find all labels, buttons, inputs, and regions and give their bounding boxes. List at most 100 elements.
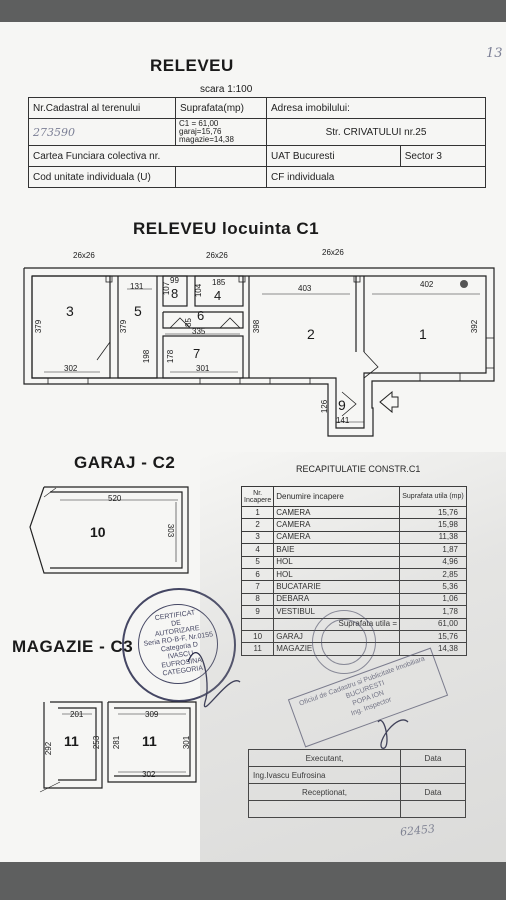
row-area: 15,98	[399, 518, 467, 532]
room-9-number: 9	[338, 397, 346, 413]
room-8-outline	[162, 275, 188, 307]
dim-402: 402	[420, 280, 434, 289]
room-10-number: 10	[90, 524, 106, 540]
executant-date-value	[400, 766, 466, 784]
row-area: 11,38	[399, 530, 467, 545]
stamp-left-seal: CERTIFICAT DE AUTORIZARE Seria RO-B-F, N…	[122, 588, 236, 702]
chimney-mark	[460, 280, 468, 288]
room-4-number: 4	[214, 288, 222, 303]
room-3-number: 3	[66, 303, 74, 319]
room-6-number: 6	[197, 308, 205, 323]
dim-403: 403	[298, 284, 312, 293]
plan-c3-title: MAGAZIE - C3	[12, 637, 134, 656]
row-nr	[240, 617, 275, 631]
plan-c1-title: RELEVEU locuinta C1	[133, 219, 320, 238]
room-5-outline	[117, 276, 158, 379]
dim-309: 309	[145, 710, 159, 719]
room-11a-number: 11	[64, 733, 79, 749]
header-table: Nr.Cadastral al terenului Suprafata(mp) …	[28, 97, 487, 188]
dim-301: 301	[196, 364, 210, 373]
area-values: C1 = 61,00 garaj=15,76 magazie=14,38	[175, 118, 267, 146]
signature-left	[187, 652, 241, 708]
dim-302-c3: 302	[142, 770, 156, 779]
row-area: 15,76	[399, 629, 467, 644]
row-nr: 10	[240, 629, 275, 644]
stamp-middle-seal	[312, 610, 376, 674]
floor-plan-c1	[23, 267, 495, 437]
row-area: 4,96	[399, 555, 467, 569]
dim-26x26-b: 26x26	[206, 251, 228, 260]
dim-99: 99	[170, 276, 179, 285]
plan-c2-title: GARAJ - C2	[74, 453, 176, 472]
row-nr: 6	[240, 567, 275, 582]
dim-26x26-a: 26x26	[73, 251, 95, 260]
row-nr: 7	[240, 580, 275, 594]
room-1-number: 1	[419, 326, 427, 342]
cod-label: Cod unitate individuala (U)	[28, 166, 176, 188]
receptionat-name-value	[248, 800, 401, 818]
room-2-number: 2	[307, 326, 315, 342]
row-name: DEBARA	[273, 592, 400, 607]
dim-335: 335	[192, 327, 206, 336]
floor-plan-c2	[29, 486, 197, 793]
row-name: HOL	[273, 567, 400, 582]
room-8-number: 8	[171, 286, 179, 301]
area-c1: C1 = 61,00	[179, 119, 219, 128]
receptionat-data-label: Data	[400, 783, 466, 801]
row-area: 1,78	[399, 605, 467, 619]
row-nr: 8	[240, 592, 275, 607]
document-title: RELEVEU	[150, 56, 234, 75]
recap-table: Nr. Incapere Denumire incapere Suprafata…	[240, 486, 467, 656]
receptionat-label: Receptionat,	[248, 783, 401, 801]
row-nr: 9	[240, 605, 275, 619]
row-area: 14,38	[399, 642, 467, 656]
row-area: 15,76	[399, 505, 467, 520]
signature-right	[377, 719, 409, 749]
room-6-outline	[162, 311, 244, 329]
receptionat-date-value	[400, 800, 466, 818]
row-area: 1,87	[399, 543, 467, 557]
room-11b-number: 11	[142, 733, 157, 749]
row-nr: 2	[240, 518, 275, 532]
scale-label: scara 1:100	[200, 84, 253, 95]
dim-141: 141	[336, 416, 350, 425]
row-nr: 5	[240, 555, 275, 569]
room-5-number: 5	[134, 303, 142, 319]
row-name: BAIE	[273, 543, 400, 557]
cf-individuala-label: CF individuala	[266, 166, 486, 188]
dim-520: 520	[108, 494, 122, 503]
row-name: BUCATARIE	[273, 580, 400, 594]
dim-26x26-c: 26x26	[322, 248, 344, 257]
page-number: 13	[486, 46, 503, 61]
row-name: CAMERA	[273, 518, 400, 532]
dim-131: 131	[130, 282, 144, 291]
dim-185: 185	[212, 278, 226, 287]
room-4-outline	[194, 275, 244, 307]
room-7-number: 7	[193, 346, 201, 361]
row-area: 2,85	[399, 567, 467, 582]
row-nr: 11	[240, 642, 275, 656]
row-area: 1,06	[399, 592, 467, 607]
address-value: Str. CRIVATULUI nr.25	[266, 118, 486, 146]
recap-title: RECAPITULATIE CONSTR.C1	[296, 464, 421, 474]
row-nr: 4	[240, 543, 275, 557]
cadastral-value: 273590	[28, 118, 176, 146]
executant-label: Executant,	[248, 749, 401, 767]
row-area: 61,00	[399, 617, 467, 631]
executant-data-label: Data	[400, 749, 466, 767]
executant-table: Executant, Data Ing.Ivascu Eufrosina Rec…	[248, 749, 466, 818]
row-area: 5,36	[399, 580, 467, 594]
executant-name: Ing.Ivascu Eufrosina	[248, 766, 401, 784]
document-page: 13 RELEVEU scara 1:100 Nr.Cadastral al t…	[0, 22, 506, 862]
area-magazie: magazie=14,38	[179, 135, 234, 144]
row-nr: 1	[240, 505, 275, 520]
area-garaj: garaj=15,76	[179, 127, 222, 136]
